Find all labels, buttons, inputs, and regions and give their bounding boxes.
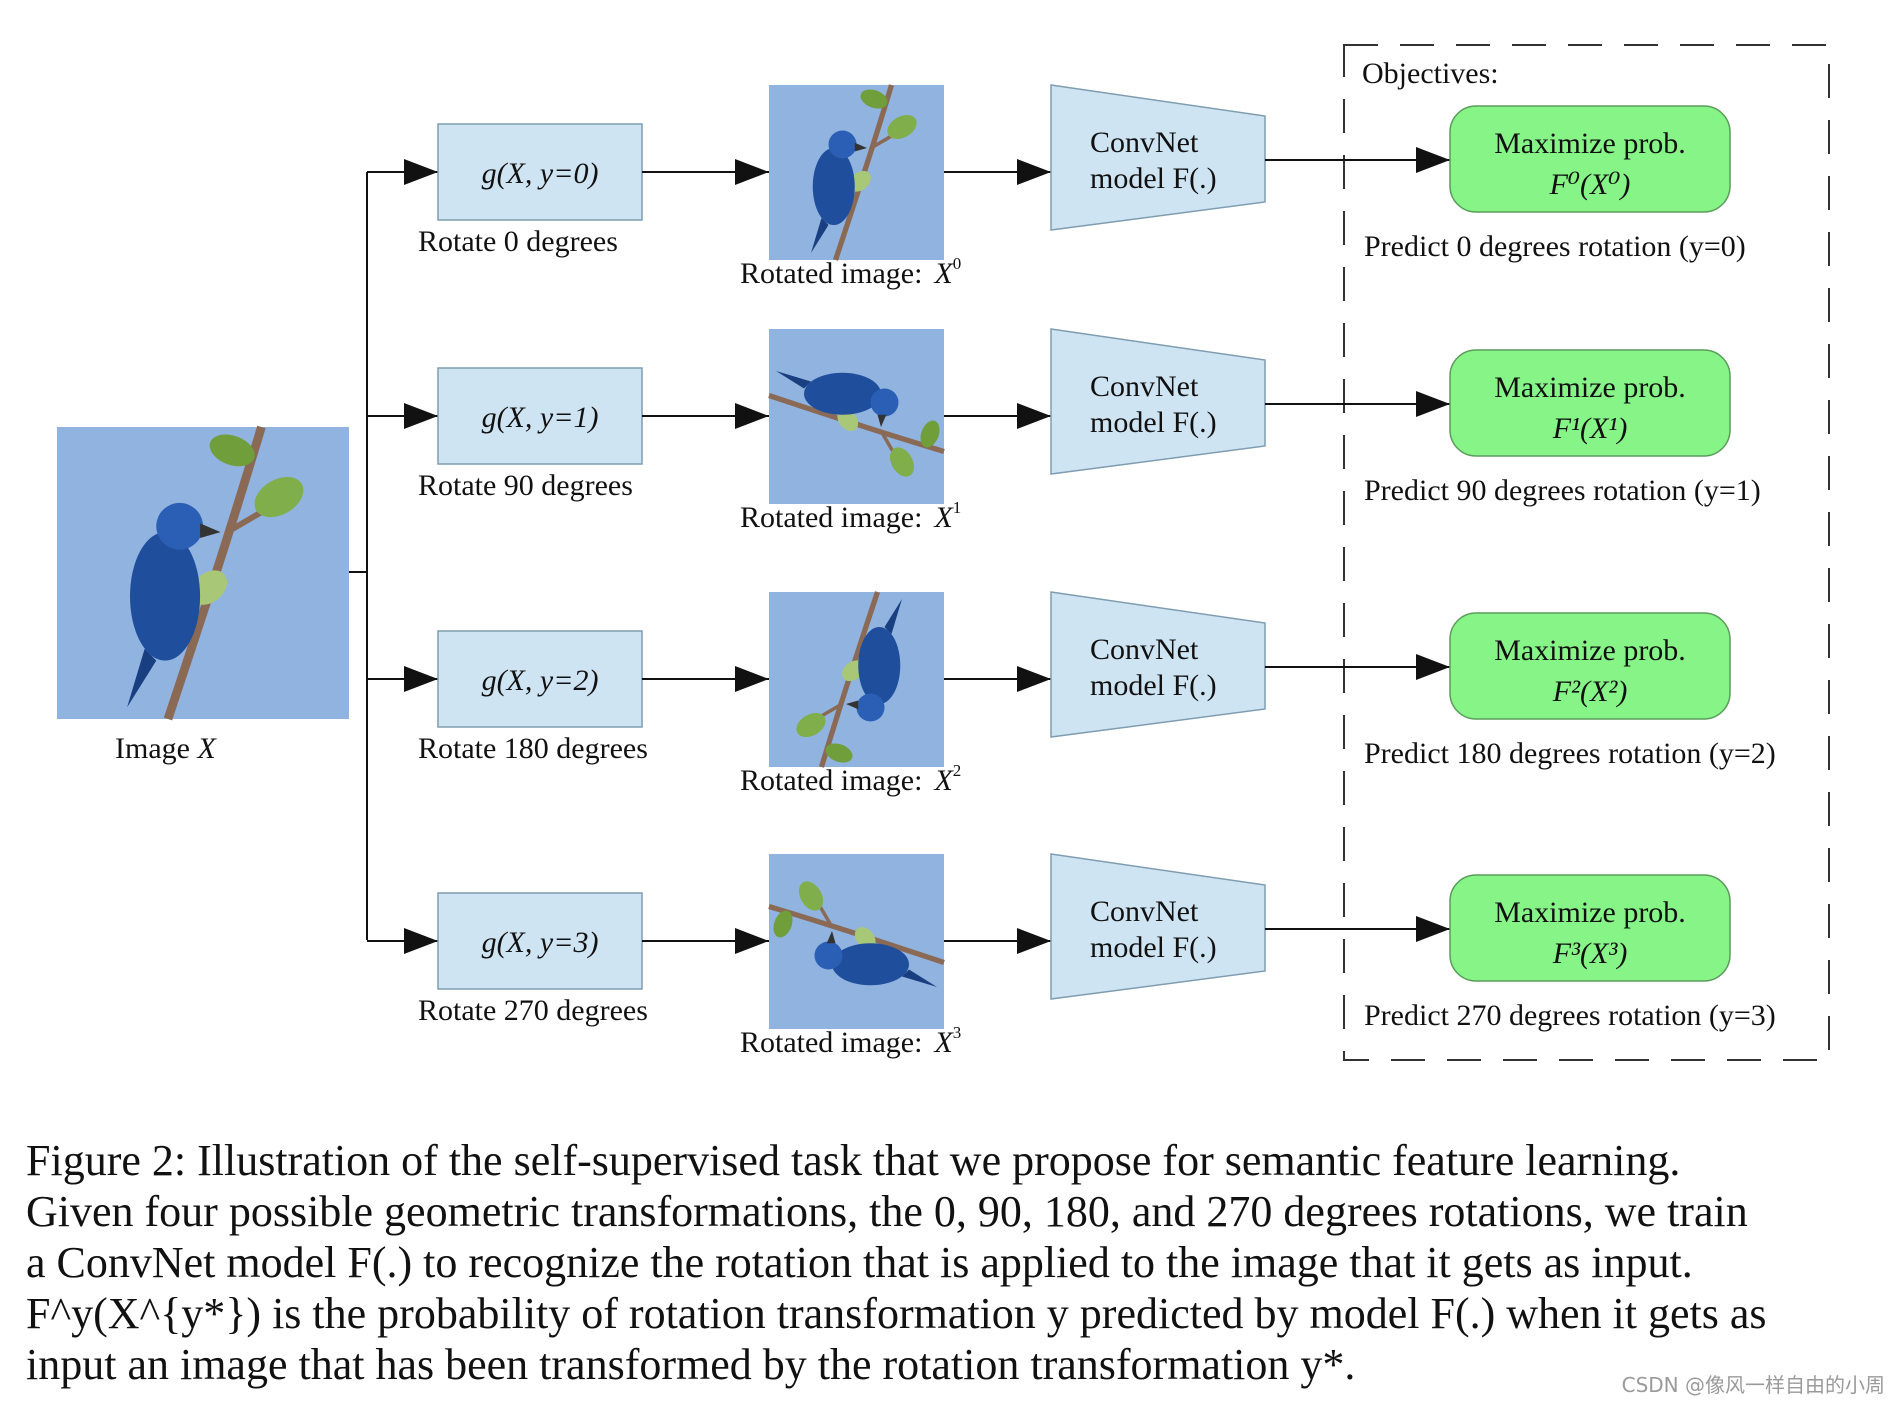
predict-label: Predict 90 degrees rotation (y=1) [1364,474,1761,507]
objective-box [1449,612,1731,720]
transform-label: g(X, y=3) [482,926,599,959]
rotated-image-label: Rotated image:X1 [740,498,961,534]
transform-label: g(X, y=2) [482,664,599,697]
caption-line-3: a ConvNet model F(.) to recognize the ro… [26,1238,1693,1287]
rotated-image-label: Rotated image:X0 [740,254,961,290]
watermark: CSDN @像风一样自由的小周 [1621,1373,1885,1397]
caption-line-2: Given four possible geometric transforma… [26,1187,1748,1236]
objectives-title: Objectives: [1362,57,1499,90]
predict-label: Predict 180 degrees rotation (y=2) [1364,737,1776,770]
rotated-image [769,854,944,1029]
transform-box [437,123,643,221]
convnet-label-1: ConvNet [1090,126,1199,159]
predict-label: Predict 0 degrees rotation (y=0) [1364,230,1746,263]
objective-label-2: F³(X³) [1552,937,1628,970]
transform-box [437,892,643,990]
convnet-model [1050,591,1266,738]
caption-line-4: F^y(X^{y*}) is the probability of rotati… [26,1289,1767,1338]
convnet-label-2: model F(.) [1090,669,1217,702]
transform-box [437,630,643,728]
branch-connector [349,172,368,940]
convnet-label-1: ConvNet [1090,370,1199,403]
objective-label-1: Maximize prob. [1494,896,1686,929]
transform-label: g(X, y=0) [482,157,599,190]
transform-box [437,367,643,465]
convnet-model [1050,328,1266,475]
rotate-label: Rotate 180 degrees [418,732,648,765]
objective-label-1: Maximize prob. [1494,634,1686,667]
convnet-label-2: model F(.) [1090,406,1217,439]
convnet-model [1050,853,1266,1000]
convnet-label-2: model F(.) [1090,162,1217,195]
convnet-model [1050,84,1266,231]
caption-line-1: Figure 2: Illustration of the self-super… [26,1136,1681,1185]
predict-label: Predict 270 degrees rotation (y=3) [1364,999,1776,1032]
objective-box [1449,105,1731,213]
objective-label-2: F²(X²) [1552,675,1628,708]
transform-label: g(X, y=1) [482,401,599,434]
convnet-label-1: ConvNet [1090,633,1199,666]
rotated-image [769,592,944,767]
rotated-image-label: Rotated image:X2 [740,761,961,797]
source-image [57,427,349,719]
rotate-label: Rotate 90 degrees [418,469,633,502]
objective-label-1: Maximize prob. [1494,127,1686,160]
figure-caption: Figure 2: Illustration of the self-super… [26,1135,1876,1390]
source-image-label: Image X [115,732,217,765]
objective-box [1449,874,1731,982]
convnet-label-1: ConvNet [1090,895,1199,928]
rotated-image [769,329,944,504]
objective-label-1: Maximize prob. [1494,371,1686,404]
rotate-label: Rotate 0 degrees [418,225,618,258]
caption-line-5: input an image that has been transformed… [26,1340,1356,1389]
objectives-panel [1343,44,1830,1061]
objective-box [1449,349,1731,457]
convnet-label-2: model F(.) [1090,931,1217,964]
rotated-image [769,85,944,260]
objective-label-2: F¹(X¹) [1552,412,1628,445]
objective-label-2: F⁰(X⁰) [1549,168,1631,201]
rotate-label: Rotate 270 degrees [418,994,648,1027]
rotated-image-label: Rotated image:X3 [740,1023,961,1059]
